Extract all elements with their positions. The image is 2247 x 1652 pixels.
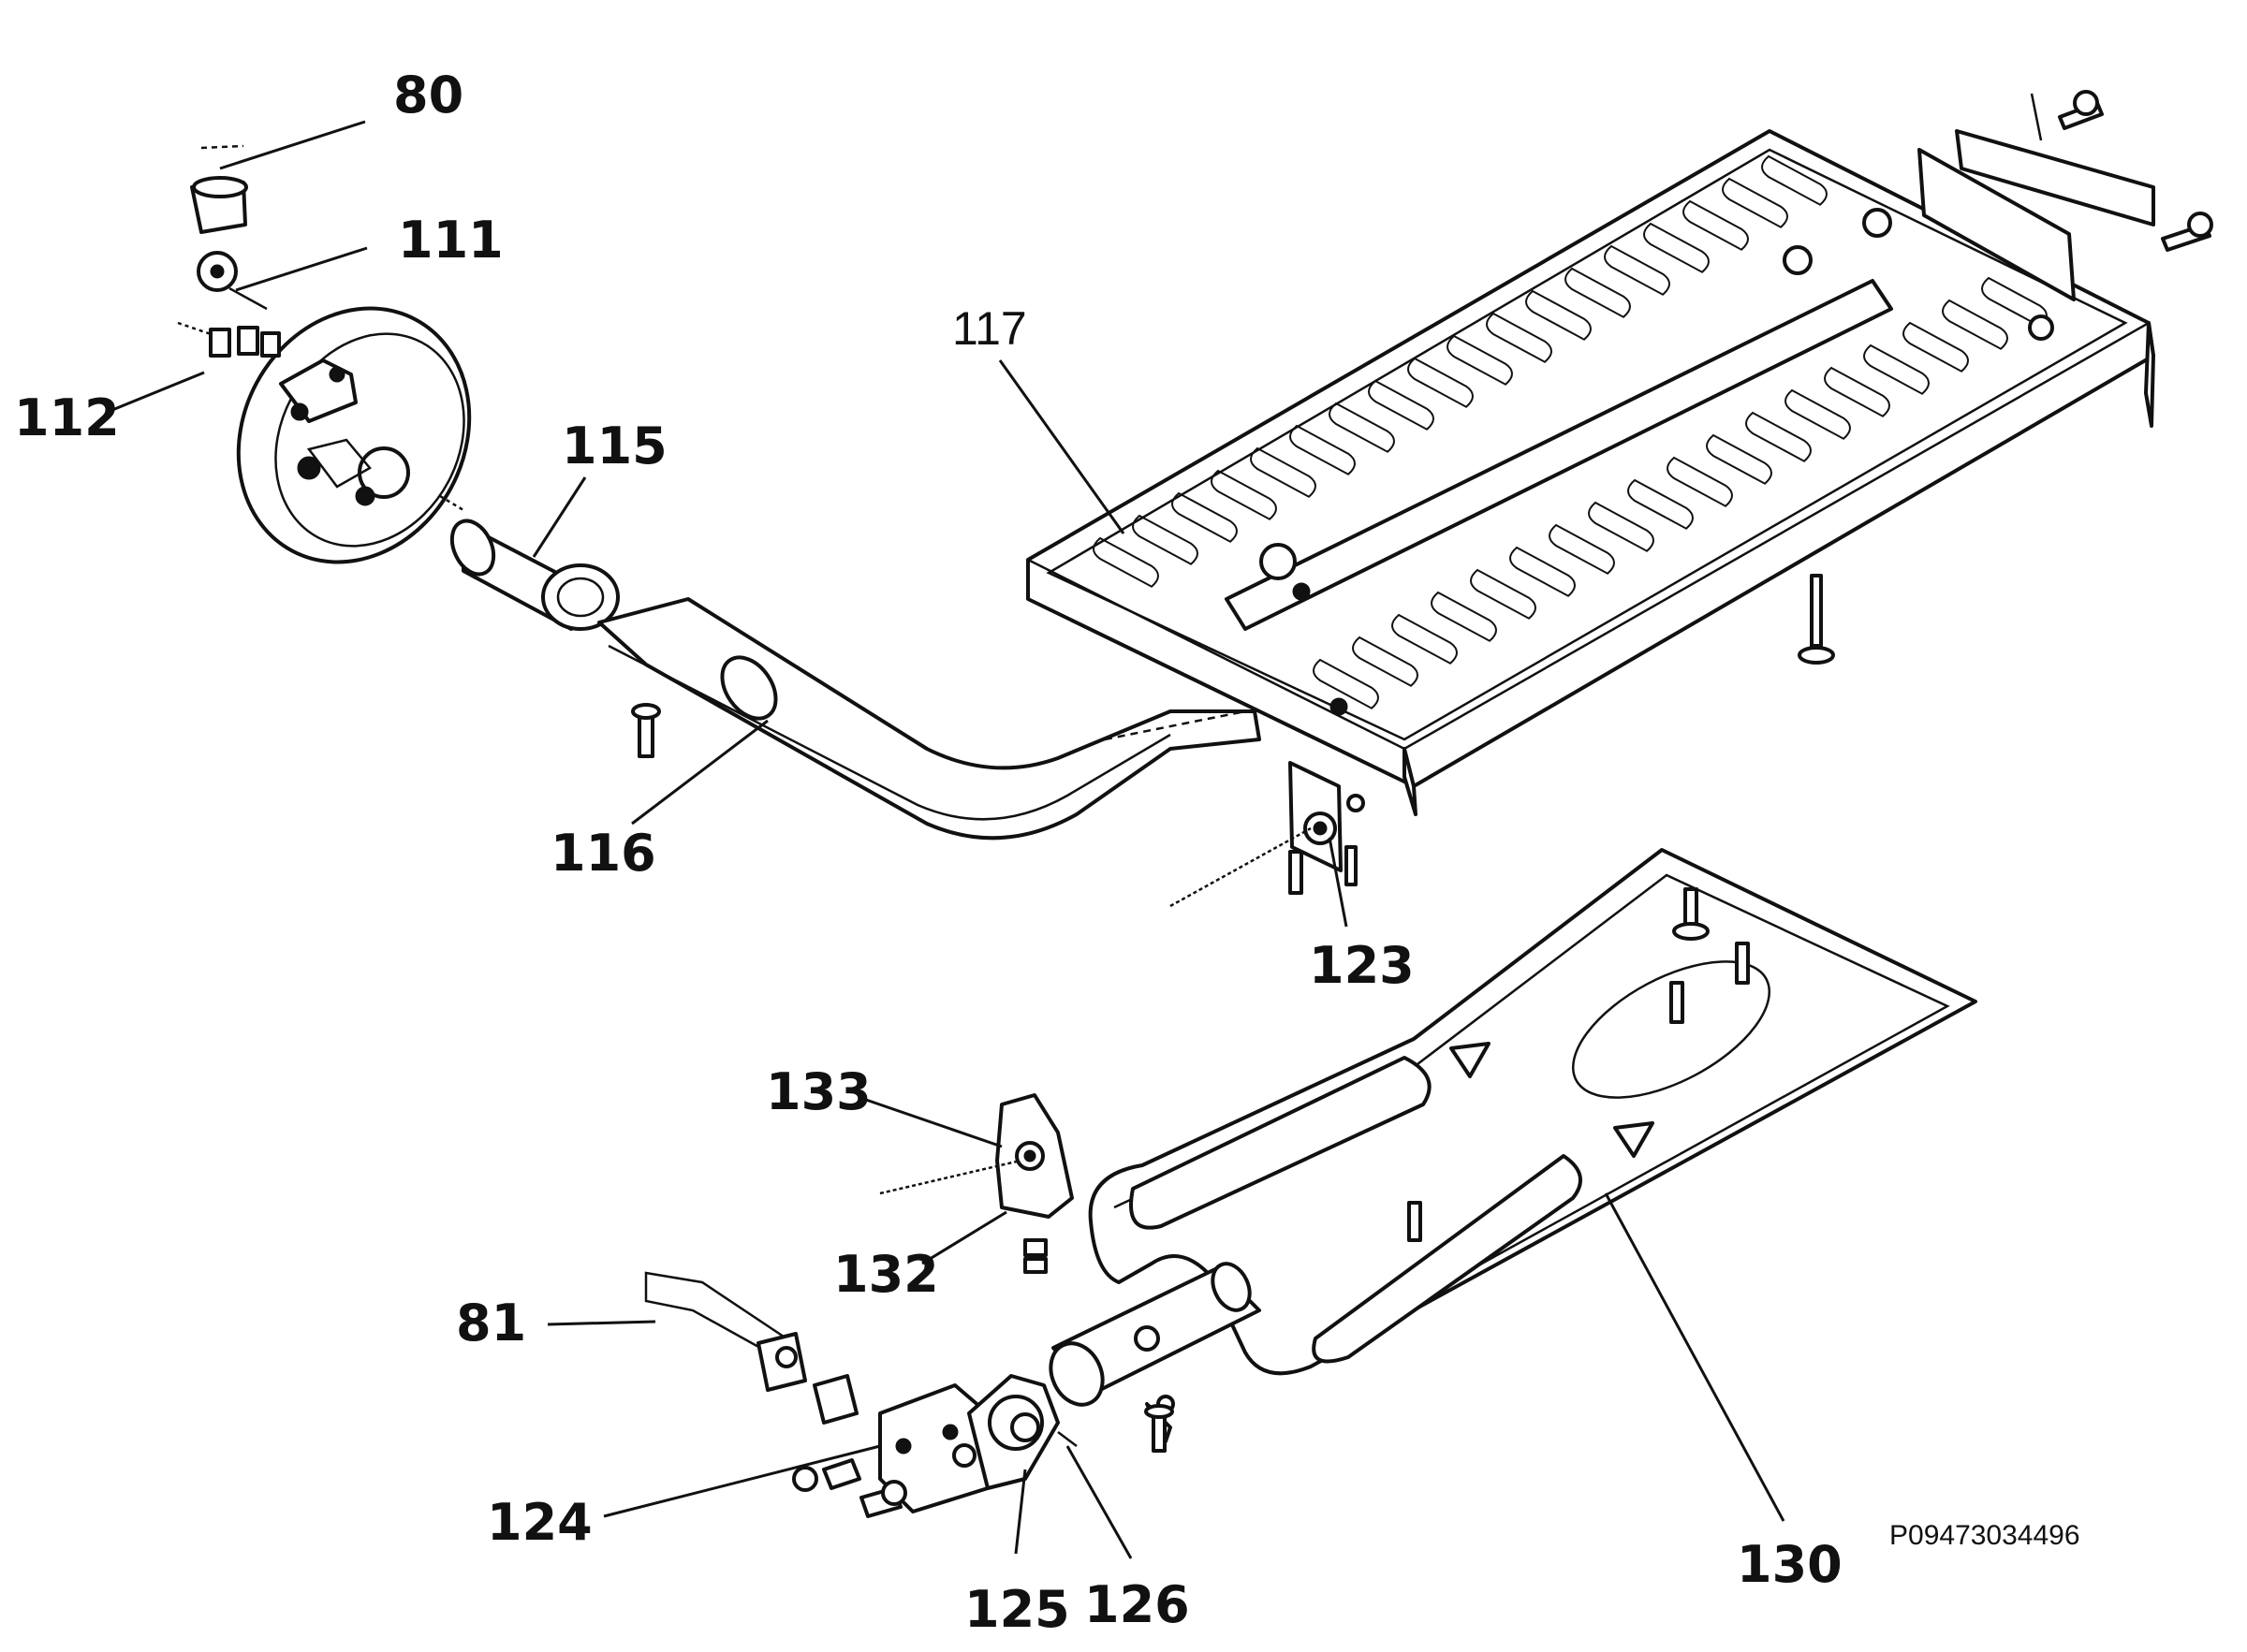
leader-lines [107,120,1785,1559]
burner-slot [1368,379,1434,431]
burner-slot [1824,366,1890,417]
burner-slot [1706,433,1772,485]
callout-132: 132 [833,1245,939,1304]
burner-slot [1784,388,1851,440]
burner-slot [1604,244,1670,296]
nut-111 [197,251,268,311]
burner-tube-116 [597,597,1261,841]
burner-slot [1407,357,1474,408]
burner-slot [1352,636,1418,687]
callout-130: 130 [1737,1535,1843,1594]
burner-slot [1211,469,1277,520]
callout-126: 126 [1084,1575,1190,1634]
burner-slot [1132,514,1198,565]
burner-slot [1722,177,1788,228]
screw-116 [631,703,661,758]
electrode-bracket-132 [879,1093,1074,1274]
burner-slot [1682,199,1749,251]
callout-116: 116 [551,824,656,883]
burner-slot [1667,456,1733,507]
burner-slot [1313,658,1379,709]
burner-slot [1627,478,1694,530]
burner-slot [1431,591,1497,642]
gas-valve-assembly [236,306,472,564]
burner-slot [1525,289,1592,341]
burner-slot [1588,501,1654,552]
drawing-code: P09473034496 [1889,1520,2080,1551]
burner-slot [1329,402,1395,453]
burner-slot [1250,446,1316,498]
electrode-123 [1169,761,1365,908]
burner-slot [1863,344,1930,395]
burner-slot [1564,267,1631,318]
burner-slot [1289,424,1356,475]
callout-124: 124 [487,1493,593,1552]
burner-slot [1486,312,1552,363]
burner-slot [1509,546,1576,597]
burner-plate-117 [1026,90,2213,816]
burner-slot [1745,411,1812,462]
burner-slot [1093,536,1159,588]
burner-slot [1171,491,1238,543]
callout-133: 133 [766,1062,872,1121]
callout-81: 81 [456,1294,526,1352]
burner-slot [1902,321,1969,373]
callout-111: 111 [398,211,504,270]
burner-slot [1942,299,2008,350]
broiler-burner-130 [1088,848,1977,1376]
orifice-tube-115 [439,494,620,631]
burner-slot [1447,334,1513,386]
callout-115: 115 [562,417,668,475]
burner-slot [1643,222,1710,273]
callouts: 80 111 112 115 116 117 123 133 132 81 12… [14,66,2080,1639]
burner-slot [1761,154,1828,206]
callout-112: 112 [14,388,120,447]
parts-112 [177,321,281,358]
burner-slot [1470,568,1536,620]
callout-123: 123 [1309,936,1415,995]
valve-assembly-124 [644,1271,1174,1518]
callout-80: 80 [393,66,463,124]
fitting-80 [190,144,248,234]
callout-117: 117 [952,302,1027,355]
burner-slot [1549,523,1615,575]
callout-125: 125 [964,1580,1070,1639]
burner-slot [1391,613,1458,665]
